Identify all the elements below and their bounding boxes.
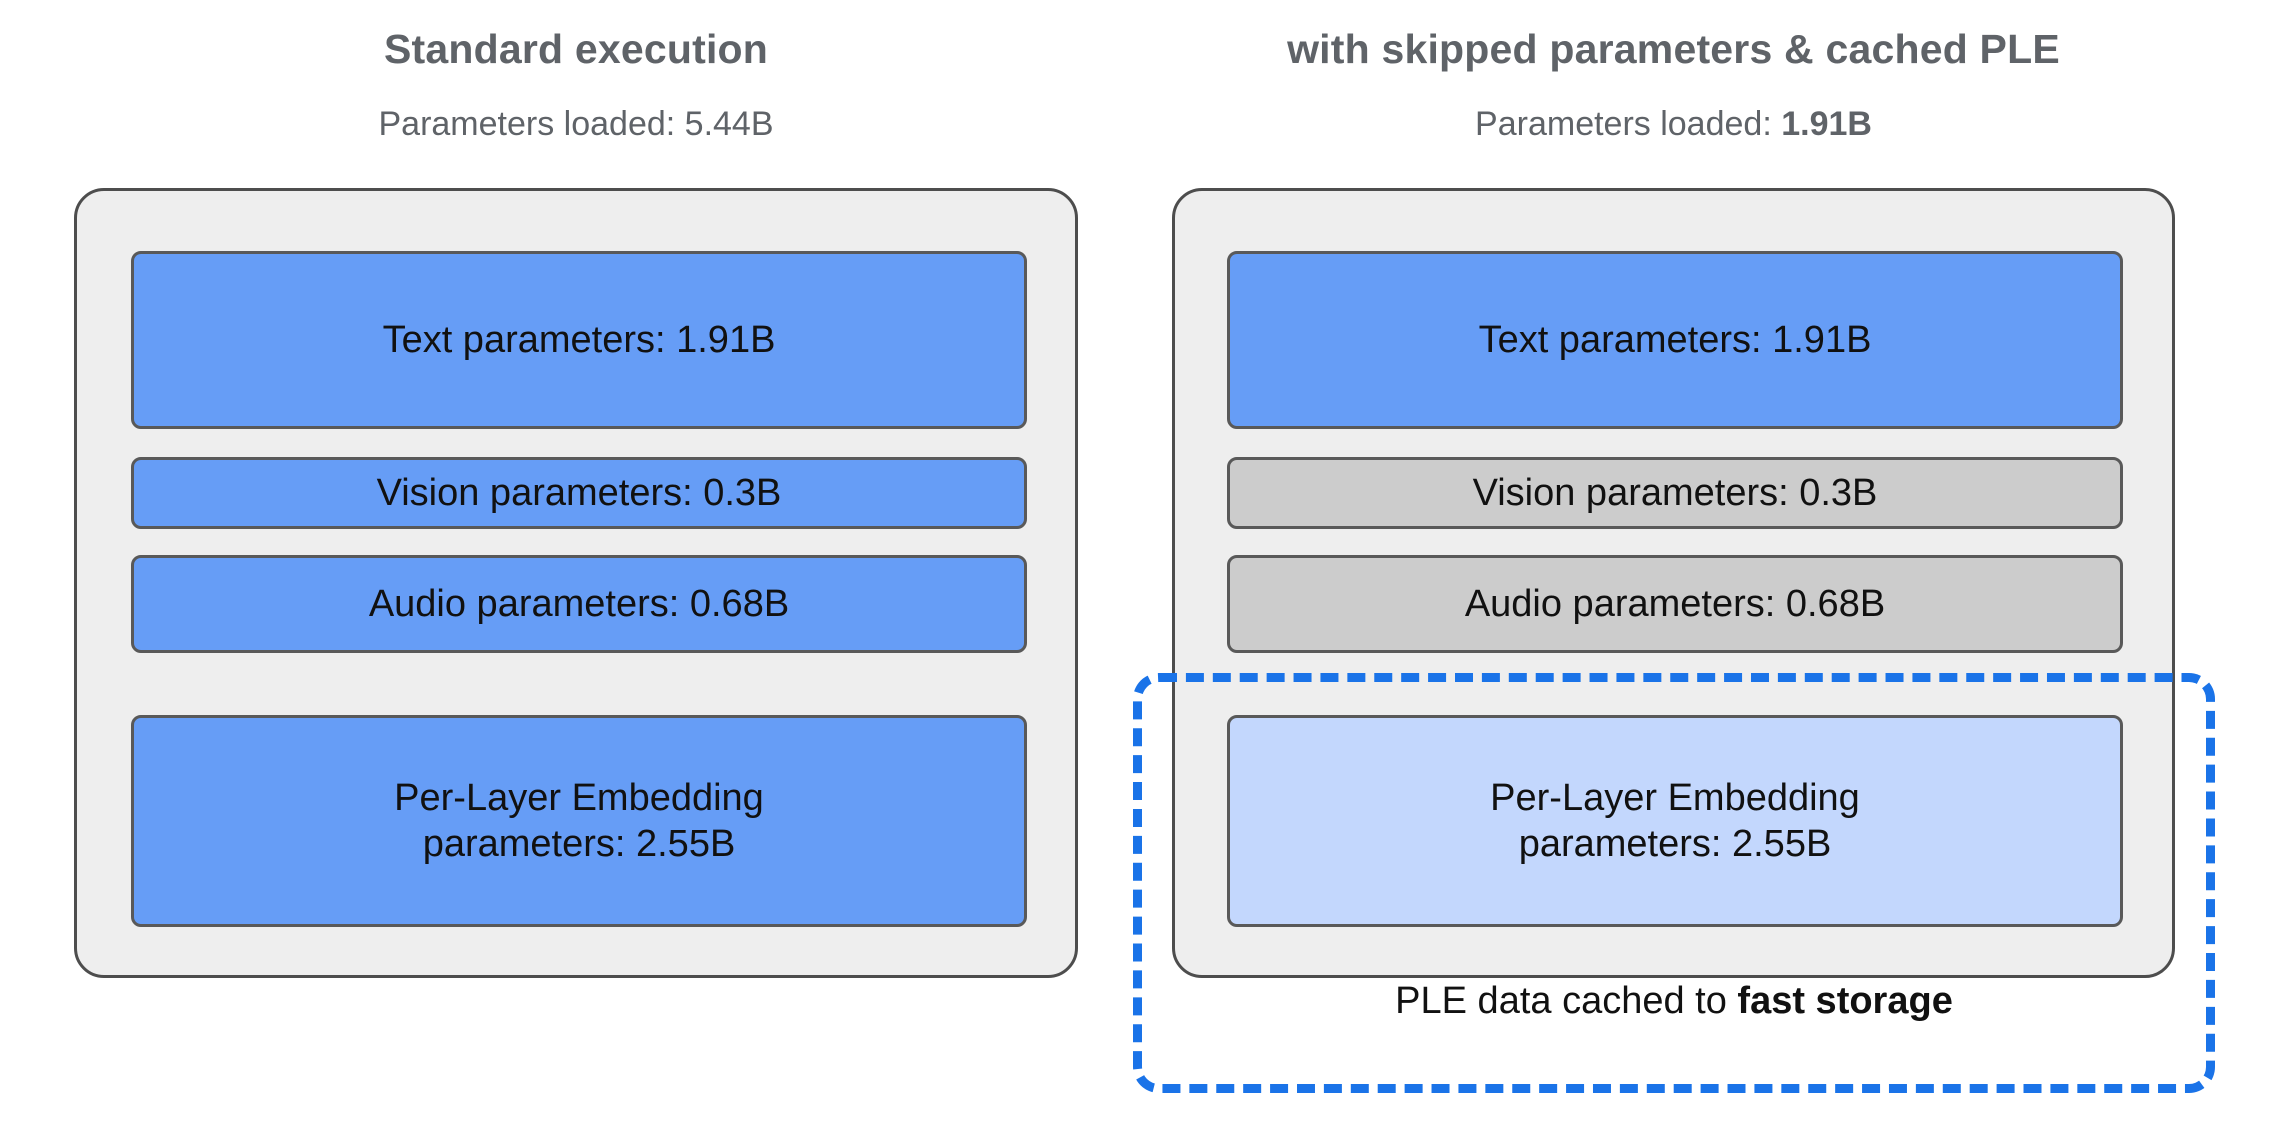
param-block-ple-standard-line1: Per-Layer Embedding [394, 776, 764, 819]
device-panel-optimized: Text parameters: 1.91B Vision parameters… [1172, 188, 2175, 978]
param-block-text-optimized: Text parameters: 1.91B [1227, 251, 2123, 429]
param-block-ple-standard: Per-Layer Embedding parameters: 2.55B [131, 715, 1027, 927]
subtitle-prefix-optimized: Parameters loaded: [1475, 105, 1782, 143]
param-block-vision-standard: Vision parameters: 0.3B [131, 457, 1027, 529]
device-panel-standard: Text parameters: 1.91B Vision parameters… [74, 188, 1078, 978]
param-block-ple-optimized-line1: Per-Layer Embedding [1490, 776, 1860, 819]
column-subtitle-standard: Parameters loaded: 5.44B [74, 105, 1078, 144]
subtitle-value-standard: 5.44B [684, 105, 774, 143]
cache-caption-prefix: PLE data cached to [1395, 980, 1738, 1022]
param-block-ple-optimized: Per-Layer Embedding parameters: 2.55B [1227, 715, 2123, 927]
column-title-optimized: with skipped parameters & cached PLE [1287, 26, 2060, 72]
param-block-ple-standard-line2: parameters: 2.55B [422, 823, 736, 865]
param-block-ple-optimized-line2: parameters: 2.55B [1518, 823, 1832, 865]
param-block-text-standard: Text parameters: 1.91B [131, 251, 1027, 429]
cache-caption: PLE data cached to fast storage [1133, 980, 2215, 1023]
column-subtitle-optimized: Parameters loaded: 1.91B [1172, 105, 2175, 144]
cache-caption-emphasis: fast storage [1737, 980, 1953, 1022]
param-block-vision-optimized: Vision parameters: 0.3B [1227, 457, 2123, 529]
param-block-audio-standard: Audio parameters: 0.68B [131, 555, 1027, 653]
param-block-audio-optimized: Audio parameters: 0.68B [1227, 555, 2123, 653]
subtitle-prefix-standard: Parameters loaded: [378, 105, 685, 143]
subtitle-value-optimized: 1.91B [1781, 105, 1872, 143]
column-title-standard: Standard execution [383, 26, 769, 72]
